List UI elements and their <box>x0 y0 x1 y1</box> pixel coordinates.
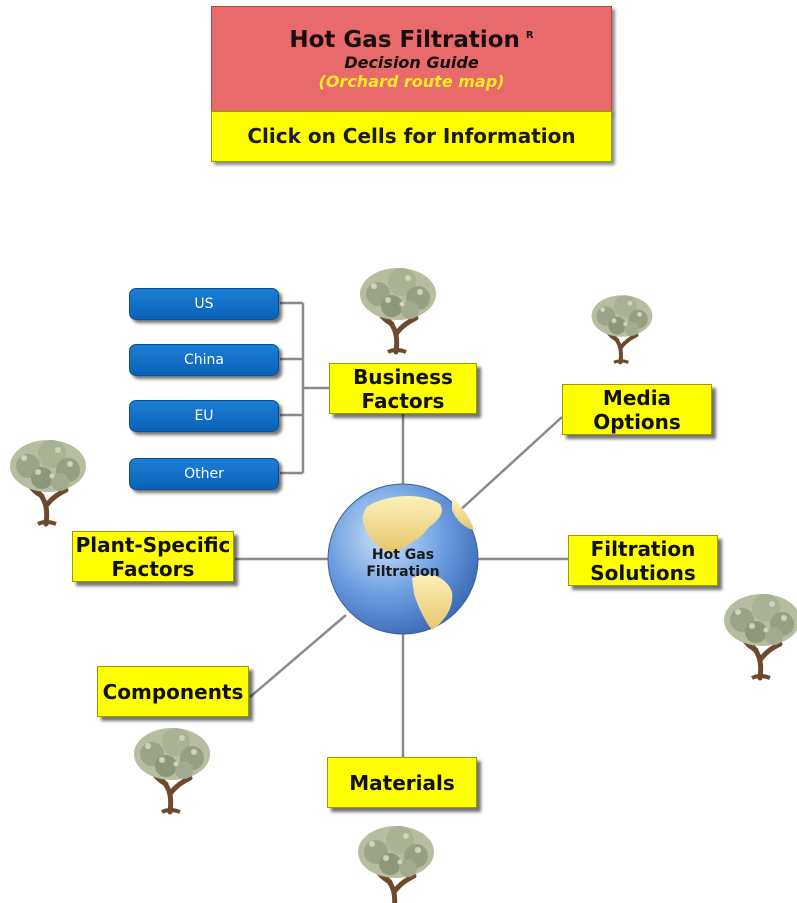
page-subtitle-route-map: (Orchard route map) <box>318 72 505 91</box>
tree-icon <box>592 295 653 362</box>
tree-icon <box>358 826 434 903</box>
tree-icon <box>134 728 210 812</box>
connector-lines <box>235 301 568 758</box>
tree-icon <box>724 594 797 678</box>
region-button-us[interactable]: US <box>129 288 279 320</box>
components-cell[interactable]: Components <box>97 666 249 717</box>
globe-label[interactable]: Hot Gas Filtration <box>366 547 440 580</box>
region-button-eu[interactable]: EU <box>129 400 279 432</box>
business-factors-cell[interactable]: Business Factors <box>329 363 477 414</box>
media-options-cell[interactable]: Media Options <box>562 384 712 435</box>
materials-cell[interactable]: Materials <box>327 757 477 808</box>
tree-icon <box>10 440 86 524</box>
plant-specific-factors-cell[interactable]: Plant-Specific Factors <box>72 531 234 582</box>
registered-mark: R <box>525 30 534 42</box>
page-subtitle: Decision Guide <box>344 53 479 72</box>
filtration-solutions-cell[interactable]: Filtration Solutions <box>568 535 718 586</box>
instruction-banner: Click on Cells for Information <box>211 111 612 162</box>
globe-icon[interactable] <box>327 483 479 635</box>
region-button-china[interactable]: China <box>129 344 279 376</box>
region-button-other[interactable]: Other <box>129 458 279 490</box>
tree-icon <box>360 268 436 352</box>
